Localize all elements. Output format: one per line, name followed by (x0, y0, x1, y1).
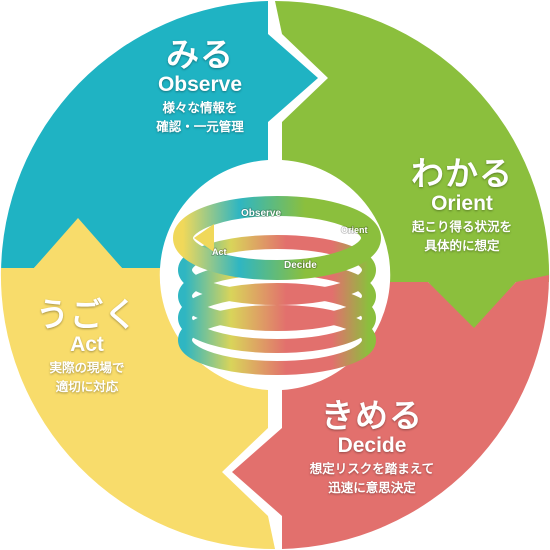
observe-subtitle: Observe (157, 73, 243, 97)
observe-desc-line1: 様々な情報を (162, 100, 238, 116)
observe-desc-line2: 確認・一元管理 (156, 118, 244, 134)
observe-label: みる Observe 様々な情報を 確認・一元管理 (125, 35, 275, 136)
observe-segment (0, 1, 318, 275)
act-segment (0, 218, 276, 549)
orient-desc-line1: 起こり得る状況を (411, 219, 512, 235)
act-subtitle: Act (70, 333, 104, 357)
spiral-label-act: Act (212, 247, 227, 257)
decide-subtitle: Decide (337, 434, 407, 458)
spiral-label-observe: Observe (241, 208, 281, 219)
act-desc-line2: 適切に対応 (55, 378, 119, 394)
decide-desc-line2: 迅速に意思決定 (328, 479, 416, 495)
decide-segment (232, 275, 550, 549)
act-label: うごく Act 実際の現場で 適切に対応 (12, 295, 162, 396)
orient-desc-line2: 具体的に想定 (424, 237, 500, 253)
decide-desc-line1: 想定リスクを踏まえて (309, 461, 435, 477)
act-title: うごく (36, 295, 138, 334)
act-desc-line1: 実際の現場で (49, 360, 125, 376)
spiral-coil (173, 196, 381, 375)
orient-title: わかる (411, 154, 513, 193)
decide-label: きめる Decide 想定リスクを踏まえて 迅速に意思決定 (282, 396, 462, 497)
orient-subtitle: Orient (431, 192, 493, 216)
orient-label: わかる Orient 起こり得る状況を 具体的に想定 (382, 154, 542, 255)
decide-title: きめる (321, 396, 423, 435)
spiral-label-decide: Decide (284, 260, 317, 271)
spiral-arrow-head (194, 224, 214, 252)
orient-segment (275, 0, 550, 332)
spiral-label-orient: Orient (341, 225, 368, 235)
observe-title: みる (166, 35, 234, 74)
